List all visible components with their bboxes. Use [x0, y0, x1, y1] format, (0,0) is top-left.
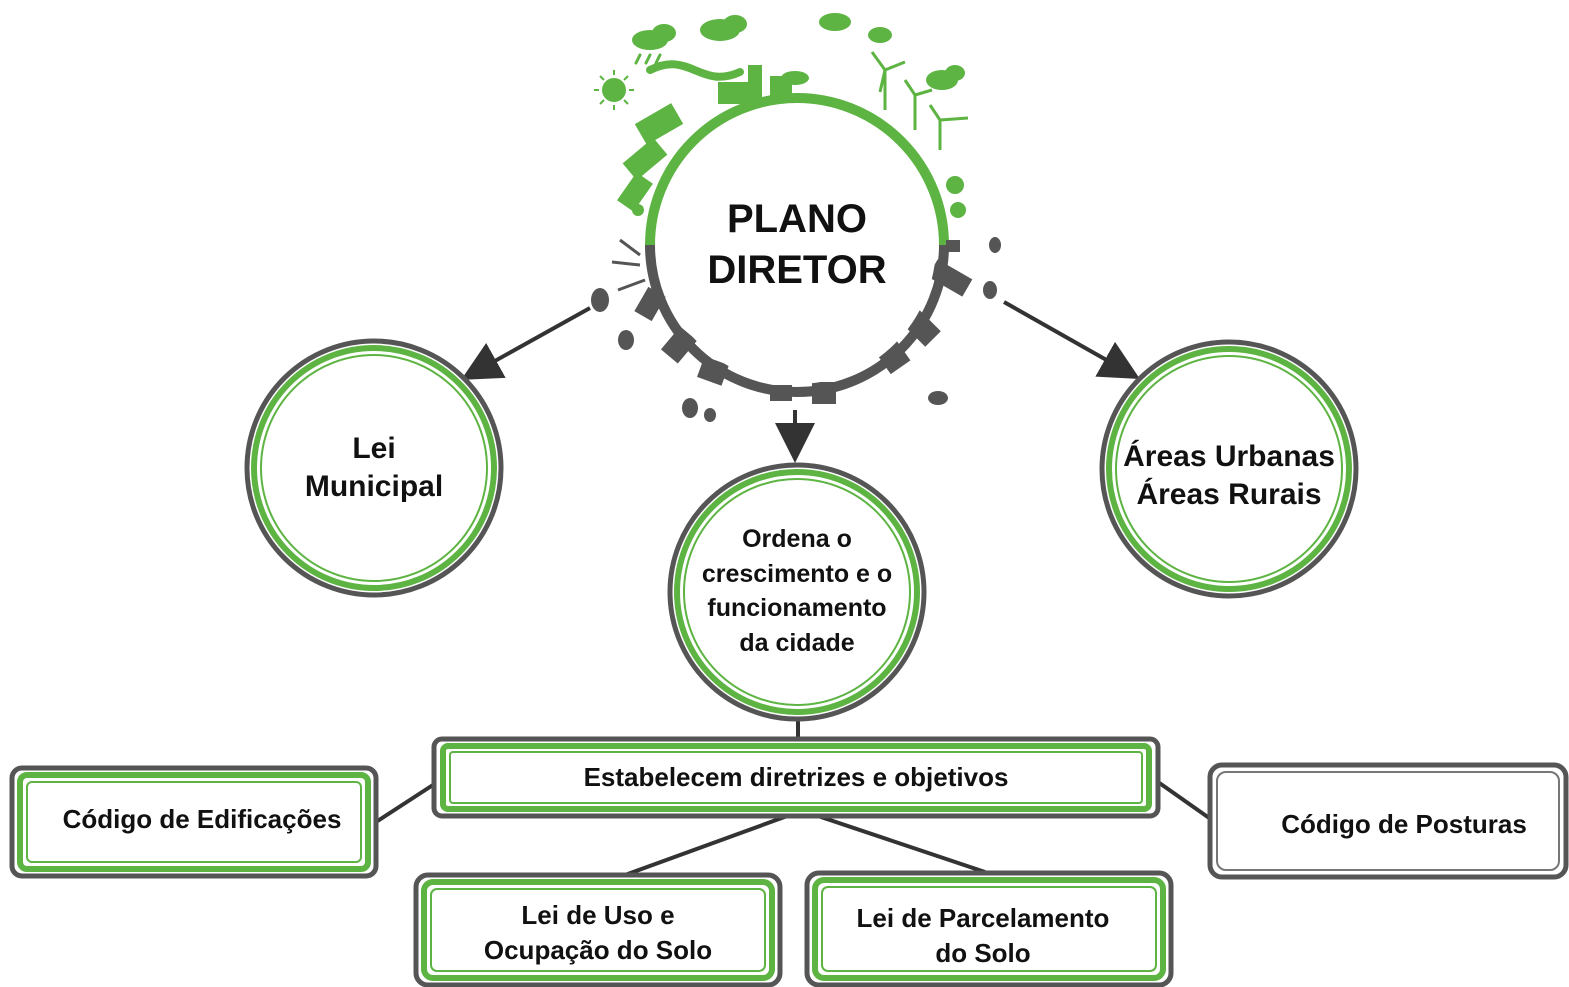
solar-panels-icon [617, 103, 684, 212]
connectors [374, 300, 1214, 877]
lei-municipal-label: Lei Municipal [304, 431, 444, 503]
uso-ocupacao-label: Lei de Uso e Ocupação do Solo [483, 899, 713, 965]
line-diretrizes-to-posturas [1156, 780, 1214, 822]
parcelamento-label: Lei de Parcelamento do Solo [856, 902, 1110, 968]
line-diretrizes-to-edificacoes [374, 781, 438, 824]
areas-label: Áreas Urbanas Áreas Rurais [1123, 439, 1335, 511]
sun-icon [594, 70, 634, 110]
lei-municipal-node [244, 338, 504, 598]
edificacoes-box [9, 765, 379, 879]
posturas-box [1207, 762, 1569, 880]
uso-ocupacao-box [413, 872, 783, 987]
areas-node [1099, 339, 1359, 599]
parcelamento-box [804, 870, 1174, 987]
line-diretrizes-to-parcelamento [814, 813, 986, 874]
arrow-to-lei-municipal [461, 306, 591, 380]
posturas-label: Código de Posturas [1281, 809, 1527, 840]
wind-turbine-icon [870, 51, 969, 150]
eco-city-globe-icon [591, 13, 1001, 422]
diretrizes-label: Estabelecem diretrizes e objetivos [583, 762, 1009, 793]
arrow-to-areas [1003, 300, 1140, 379]
ordena-node [667, 462, 927, 722]
line-diretrizes-to-uso [624, 813, 791, 877]
diretrizes-box [431, 736, 1161, 819]
plano-diretor-title: PLANO DIRETOR [707, 196, 887, 292]
edificacoes-label: Código de Edificações [62, 804, 342, 835]
center-circle [658, 106, 936, 384]
ordena-label: Ordena o crescimento e o funcionamento d… [701, 525, 893, 657]
